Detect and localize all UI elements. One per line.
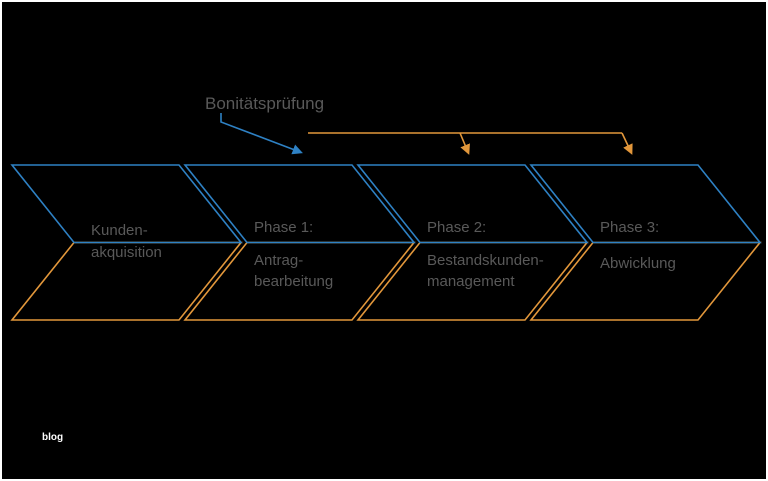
annotation-label: Bonitätsprüfung xyxy=(205,94,324,113)
chevron-phase3: Phase 3: Abwicklung xyxy=(529,164,762,321)
phase-heading: Phase 3: xyxy=(600,219,659,236)
phase-line: Abwicklung xyxy=(600,255,676,272)
chevron4-top-outline xyxy=(529,164,762,244)
phase-heading: Phase 1: xyxy=(254,219,313,236)
chevron-phase1: Phase 1: Antrag- bearbeitung xyxy=(183,164,416,321)
chevron-phase2: Phase 2: Bestandskunden- management xyxy=(356,164,589,321)
chevron2-top-outline xyxy=(183,164,416,244)
phase-line: bearbeitung xyxy=(254,273,333,290)
phase-line: Antrag- xyxy=(254,252,303,269)
annotation-arrow-to-phase3 xyxy=(621,132,633,155)
watermark-text: blog xyxy=(42,432,63,443)
phase-line: Kunden- xyxy=(91,222,148,239)
chevron1-top-outline xyxy=(10,164,243,244)
chevron-kundenakquisition: Kunden- akquisition xyxy=(10,164,243,321)
phase-line: management xyxy=(427,273,515,290)
phase-line: akquisition xyxy=(91,244,162,261)
phase-line: Bestandskunden- xyxy=(427,252,544,269)
phase-heading: Phase 2: xyxy=(427,219,486,236)
annotation-arrow-to-phase1 xyxy=(220,113,303,155)
annotation-arrow-to-phase2 xyxy=(459,132,470,155)
chevron3-top-outline xyxy=(356,164,589,244)
